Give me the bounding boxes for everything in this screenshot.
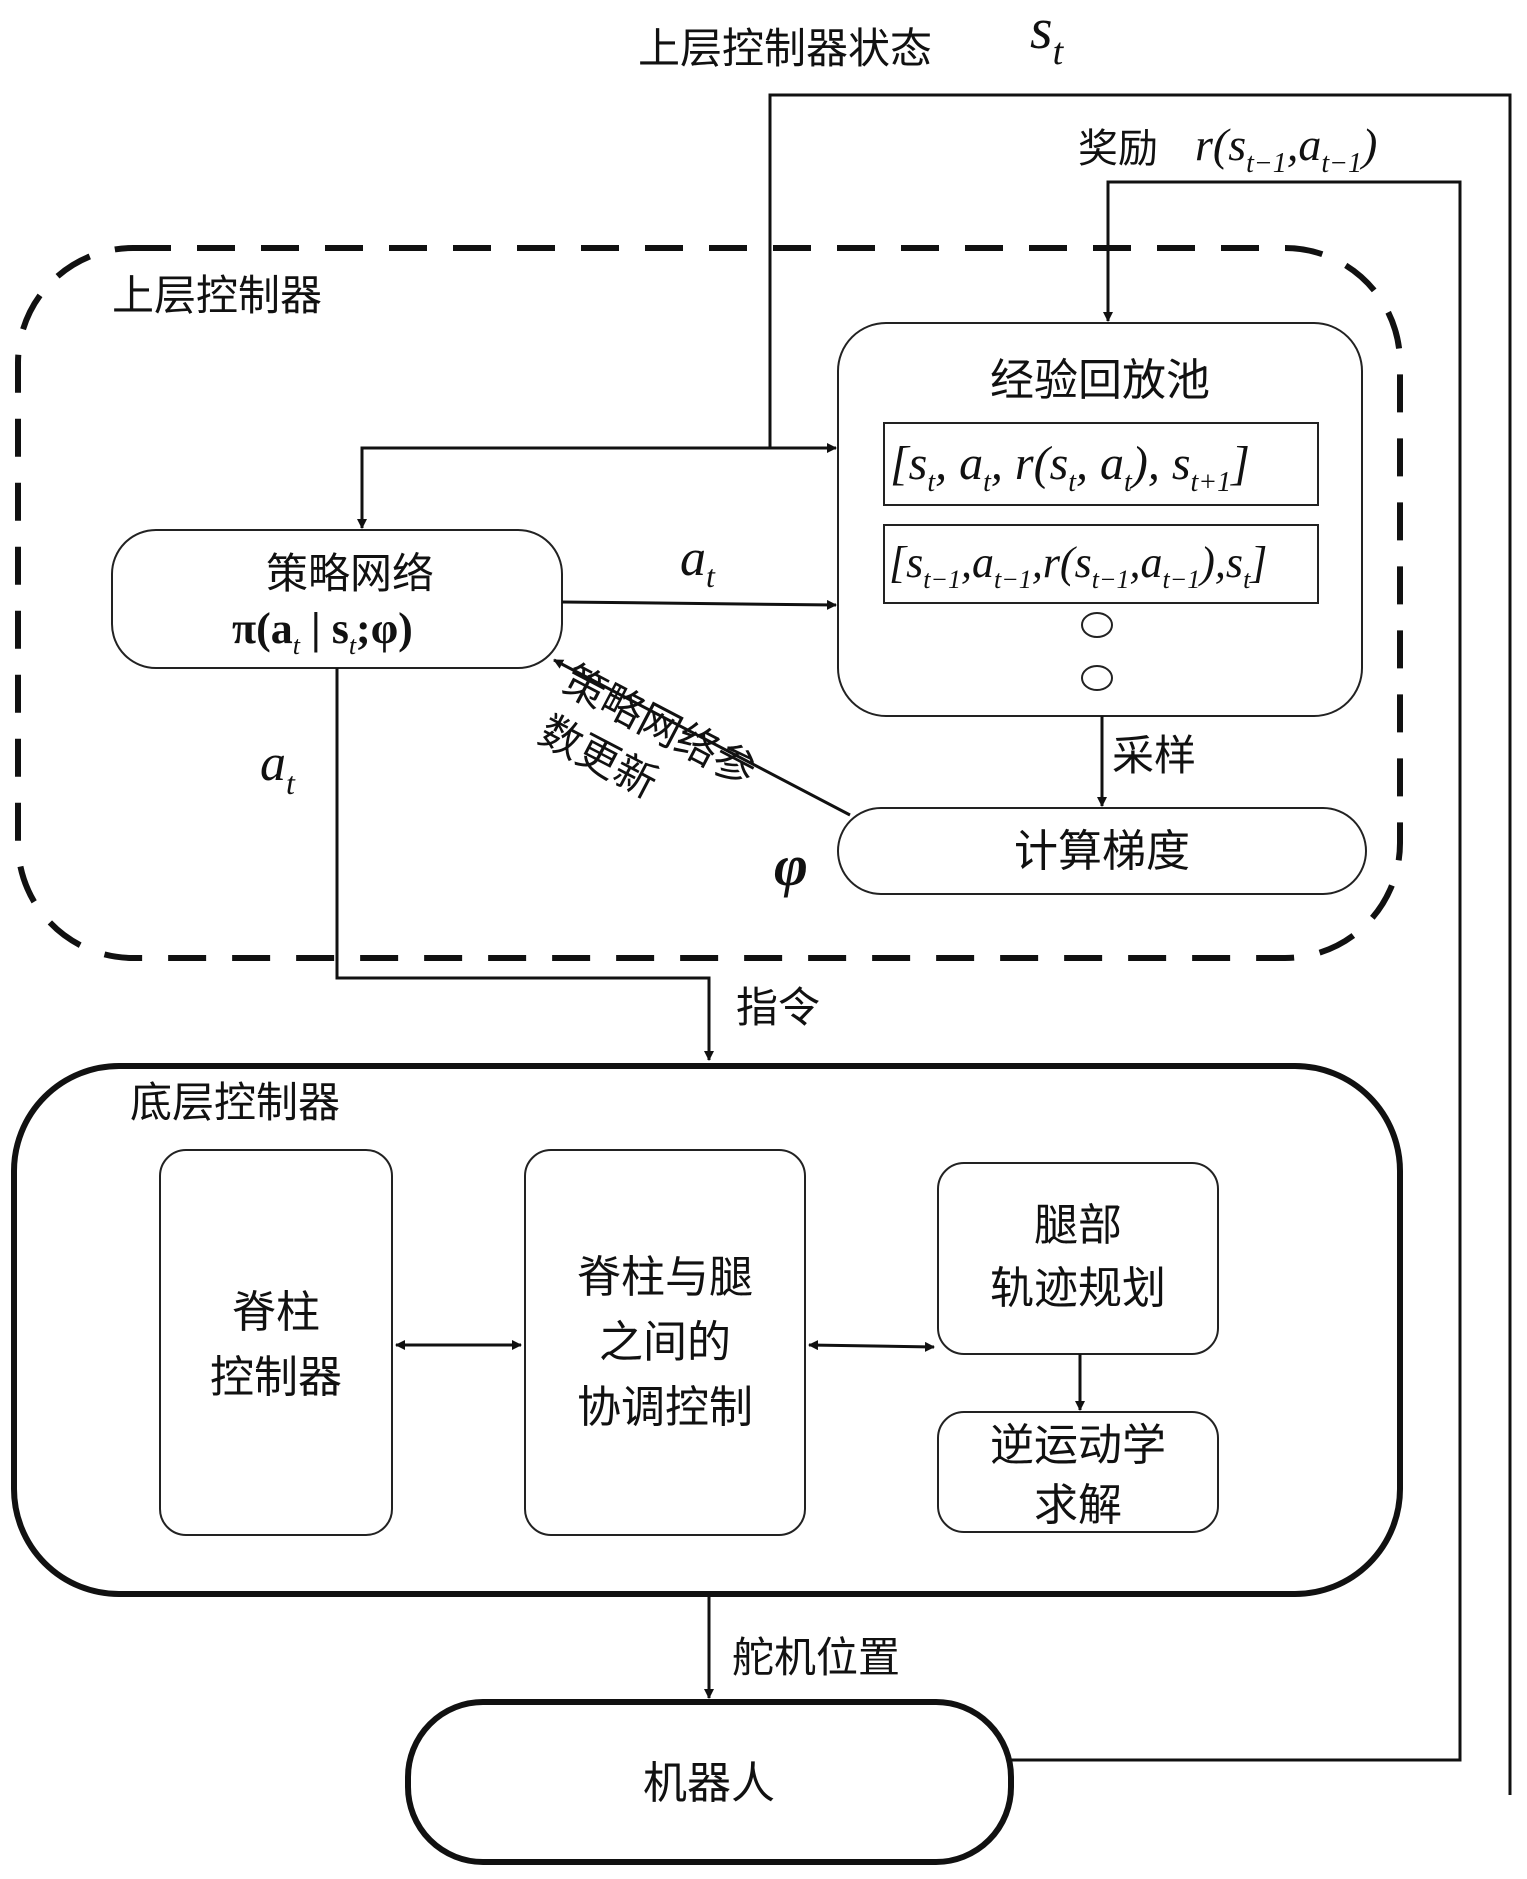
state-to-policy-arrow [357, 446, 770, 529]
param-update-label: 策略网络参 数更新 [531, 655, 764, 807]
reward-line [1010, 180, 1462, 1762]
replay-entry-1 [883, 422, 1319, 506]
leg-trajectory-line2: 轨迹规划 [990, 1263, 1166, 1314]
ellipsis-dot-2 [1081, 665, 1113, 691]
action-right-label: at [680, 530, 716, 594]
replay-entry-2-text: [st−1,at−1,r(st−1,at−1),st] [889, 538, 1267, 594]
spine-controller-line2: 控制器 [210, 1352, 342, 1403]
lower-controller-boundary [11, 1063, 1403, 1597]
spine-controller-line1: 脊柱 [232, 1287, 320, 1338]
sample-label: 采样 [1112, 731, 1196, 780]
leg-trajectory-box [937, 1162, 1219, 1355]
robot-label: 机器人 [643, 1758, 775, 1809]
replay-entry-1-text: [st, at, r(st, at), st+1] [890, 437, 1250, 498]
policy-network-title: 策略网络 [266, 549, 434, 598]
upper-controller-label: 上层控制器 [112, 271, 322, 320]
action-to-replay-arrow [561, 599, 837, 610]
state-feedback-line [768, 93, 1512, 1795]
phi-label: φ [774, 833, 808, 898]
servo-position-label: 舵机位置 [732, 1633, 900, 1682]
coordination-line1: 脊柱与腿 [577, 1252, 753, 1303]
robot-box [405, 1699, 1014, 1865]
lower-controller-label: 底层控制器 [130, 1078, 340, 1127]
inverse-kinematics-box [937, 1411, 1219, 1533]
reward-formula: r(st−1,at−1) [1195, 119, 1377, 179]
compute-gradient-label: 计算梯度 [1014, 826, 1190, 877]
upper-state-label: 上层控制器状态 [638, 24, 932, 73]
coordination-box [524, 1149, 806, 1536]
spine-controller-box [159, 1149, 393, 1536]
upper-controller-boundary [15, 245, 1403, 961]
inverse-kinematics-line1: 逆运动学 [990, 1420, 1166, 1471]
coordination-line2: 之间的 [599, 1317, 731, 1368]
replay-pool-title: 经验回放池 [990, 355, 1210, 406]
ellipsis-dot-1 [1081, 612, 1113, 638]
replay-entry-2 [883, 524, 1319, 604]
policy-network-formula: π(at | st;φ) [232, 604, 413, 660]
command-line [335, 668, 714, 1061]
coordination-line3: 协调控制 [577, 1382, 753, 1433]
reward-label: 奖励 [1078, 126, 1158, 172]
replay-pool-box [837, 322, 1363, 717]
coord-leg-arrow [808, 1340, 935, 1352]
leg-trajectory-line1: 腿部 [1034, 1200, 1122, 1251]
param-update-arrow [553, 658, 851, 817]
command-label: 指令 [736, 983, 820, 1032]
inverse-kinematics-line2: 求解 [1034, 1480, 1122, 1531]
compute-gradient-box [837, 807, 1367, 895]
state-symbol: st [1030, 0, 1065, 73]
action-down-label: at [260, 735, 296, 801]
